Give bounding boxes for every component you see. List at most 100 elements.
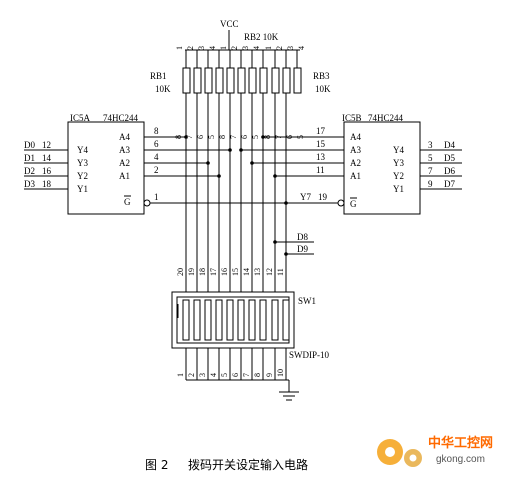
ic5a-body [67,121,145,215]
ic5a-in-label-a1: A1 [119,171,130,181]
ic5b-in-pin-15: 15 [316,139,326,149]
ic5b-out-label-y3: Y3 [393,158,404,168]
ic5b-out-label-y2: Y2 [393,171,404,181]
rb3-value: 10K [315,84,331,94]
ic5b-enable-net: Y7 [300,192,311,202]
ic5a-in-pin-6: 6 [154,139,159,149]
svg-text:3: 3 [286,46,295,50]
svg-text:4: 4 [208,46,217,50]
ic5a-part: 74HC244 [103,113,139,123]
ic5b-in-label-a2: A2 [350,158,361,168]
svg-text:16: 16 [220,268,229,276]
svg-text:3: 3 [197,46,206,50]
ic5a-in-label-a2: A2 [119,158,130,168]
ic5a-out-pin-16: 16 [42,166,52,176]
svg-text:19: 19 [187,268,196,276]
ic5a-in-pin-8: 8 [154,126,159,136]
svg-text:1: 1 [264,46,273,50]
ic5b-out-label-y4: Y4 [393,145,404,155]
ic5b-body [343,121,421,215]
rb3-label: RB3 [313,71,330,81]
net-d4: D4 [444,140,455,150]
junction-dot [261,135,265,139]
ic5b-ref: IC5B [342,113,362,123]
ic5b-out-label-y1: Y1 [393,184,404,194]
svg-text:7: 7 [242,373,251,377]
ic5a-enable-label: G [124,197,131,207]
ic5a-in-pin-2: 2 [154,165,159,175]
svg-text:9: 9 [265,373,274,377]
rb1-value: 10K [155,84,171,94]
svg-text:5: 5 [207,135,216,139]
svg-text:10: 10 [276,369,285,377]
ic5b-out-pin-7: 7 [428,166,433,176]
svg-text:4: 4 [252,46,261,50]
net-d3: D3 [24,179,35,189]
ic5b-out-pin-9: 9 [428,179,433,189]
ic5a-out-label-y3: Y3 [77,158,88,168]
ic5b-part: 74HC244 [368,113,404,123]
ic5b-out-pin-3: 3 [428,140,433,150]
net-d6: D6 [444,166,455,176]
ground-icon [279,391,299,401]
net-d7: D7 [444,179,455,189]
ic5a-in-label-a4: A4 [119,132,130,142]
sw1-part: SWDIP-10 [289,350,329,360]
svg-text:15: 15 [231,268,240,276]
rb1-label: RB1 [150,71,167,81]
junction-dot [273,174,277,178]
junction-dot [184,135,188,139]
svg-text:4: 4 [209,373,218,377]
junction-dot [250,161,254,165]
junction-dot [239,148,243,152]
ic5a-out-label-y1: Y1 [77,184,88,194]
svg-text:2: 2 [186,46,195,50]
ic5a-enable-bubble [143,199,151,207]
svg-text:1: 1 [175,46,184,50]
svg-text:5: 5 [251,135,260,139]
svg-text:6: 6 [240,135,249,139]
resistor-top-pin-numbers: 1 2 3 4 1 2 3 4 1 2 3 4 [175,46,306,50]
sw1-bottom-leads [185,348,287,380]
ic5b-in-pin-17: 17 [316,126,326,136]
net-d2: D2 [24,166,35,176]
junction-dot [284,252,288,256]
logo-sub-text: gkong.com [436,454,485,465]
svg-text:1: 1 [176,373,185,377]
svg-text:4: 4 [297,46,306,50]
sw1-ref: SW1 [298,296,316,306]
ic5b-in-pin-13: 13 [316,152,326,162]
ic5a-in-label-a3: A3 [119,145,130,155]
svg-text:2: 2 [230,46,239,50]
ic5b-enable-pin: 19 [318,192,328,202]
svg-text:2: 2 [187,373,196,377]
net-d0: D0 [24,140,35,150]
svg-text:7: 7 [229,135,238,139]
svg-text:8: 8 [253,373,262,377]
ic5b-in-pin-11: 11 [316,165,325,175]
ic5b-in-label-a3: A3 [350,145,361,155]
ic5b-in-label-a1: A1 [350,171,361,181]
svg-text:6: 6 [196,135,205,139]
svg-text:14: 14 [242,268,251,276]
ic5a-out-pin-12: 12 [42,140,51,150]
figure-title: 拨码开关设定输入电路 [188,457,308,472]
svg-text:3: 3 [198,373,207,377]
ic5b-in-label-a4: A4 [350,132,361,142]
net-d1: D1 [24,153,35,163]
net-d5: D5 [444,153,455,163]
ic5a-out-label-y2: Y2 [77,171,88,181]
svg-text:20: 20 [176,268,185,276]
ic5a-enable-pin: 1 [154,192,159,202]
sw1-bottom-pins: 1 2 3 4 5 6 7 8 9 10 [176,369,285,377]
figure-number: 图 2 [145,458,168,472]
rb2-label: RB2 10K [244,32,279,42]
svg-text:8: 8 [218,135,227,139]
ic5b-enable-bubble [337,199,345,207]
logo-main-text: 中华工控网 [428,435,493,451]
svg-text:3: 3 [241,46,250,50]
vertical-nets [185,93,287,292]
ic5a-out-pin-18: 18 [42,179,52,189]
svg-text:6: 6 [231,373,240,377]
